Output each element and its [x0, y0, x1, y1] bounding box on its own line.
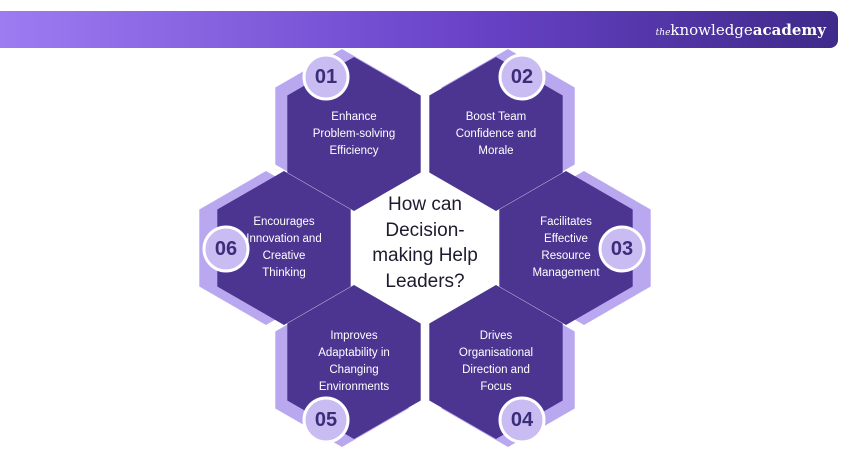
- hexagon-label-1-line-3: Efficiency: [329, 144, 379, 157]
- hexagon-label-6-line-1: Encourages: [253, 216, 315, 228]
- badge-number-4: 04: [510, 409, 534, 431]
- number-badge-5: [302, 396, 350, 444]
- hexagon-label-6-line-4: Thinking: [262, 267, 306, 279]
- hexagon-label-1-line-2: Problem-solving: [312, 127, 396, 140]
- badge-number-5: 05: [314, 409, 338, 431]
- hexagon-label-2-line-2: Confidence and: [455, 127, 537, 140]
- number-badge-2: [498, 53, 546, 101]
- hexagon-label-2-line-1: Boost Team: [465, 110, 527, 123]
- logo-the: the: [655, 28, 671, 38]
- number-badge-6: [202, 225, 250, 273]
- logo-academy: academy: [752, 21, 826, 39]
- hexagon-label-2-line-3: Morale: [478, 144, 514, 157]
- hexagon-label-4-line-2: Organisational: [458, 347, 534, 359]
- number-badge-4: [498, 396, 546, 444]
- hexagon-label-1-line-1: Enhance: [331, 110, 377, 123]
- center-question-line-1: How can: [388, 194, 462, 215]
- number-badge-1: [302, 53, 350, 101]
- hexagon-label-3-line-4: Management: [532, 267, 600, 279]
- badge-number-3: 03: [610, 238, 634, 260]
- hexagon-label-5-line-3: Changing: [329, 364, 379, 376]
- brand-logo: theknowledgeacademy: [656, 20, 826, 39]
- badge-number-1: 01: [314, 66, 338, 88]
- number-badge-3: [598, 225, 646, 273]
- center-question-line-3: making Help: [372, 245, 478, 266]
- center-question: How can Decision- making Help Leaders?: [364, 192, 486, 294]
- hexagon-label-4-line-3: Direction and: [462, 364, 530, 376]
- center-question-line-4: Leaders?: [385, 270, 465, 292]
- hexagon-label-5-line-2: Adaptability in: [318, 347, 390, 359]
- center-question-line-2: Decision-: [385, 219, 465, 241]
- hexagon-6: [217, 171, 351, 325]
- hexagon-label-3-line-2: Effective: [544, 233, 588, 245]
- hexagon-label-5-line-4: Environments: [318, 381, 390, 393]
- hexagon-label-3-line-1: Facilitates: [540, 216, 592, 228]
- hexagon-label-5-line-1: Improves: [330, 330, 378, 342]
- badge-number-2: 02: [510, 66, 534, 88]
- hexagon-label-4-line-4: Focus: [480, 381, 512, 393]
- hexagon-label-3-line-3: Resource: [541, 250, 591, 262]
- hexagon-label-6-line-3: Creative: [262, 250, 306, 262]
- logo-knowledge: knowledge: [670, 21, 753, 39]
- header-banner: [0, 11, 838, 48]
- hexagon-label-6-line-2: Innovation and: [246, 233, 322, 245]
- hexagon-label-4-line-1: Drives: [479, 330, 513, 342]
- badge-number-6: 06: [214, 238, 238, 260]
- hexagon-3: [499, 171, 633, 325]
